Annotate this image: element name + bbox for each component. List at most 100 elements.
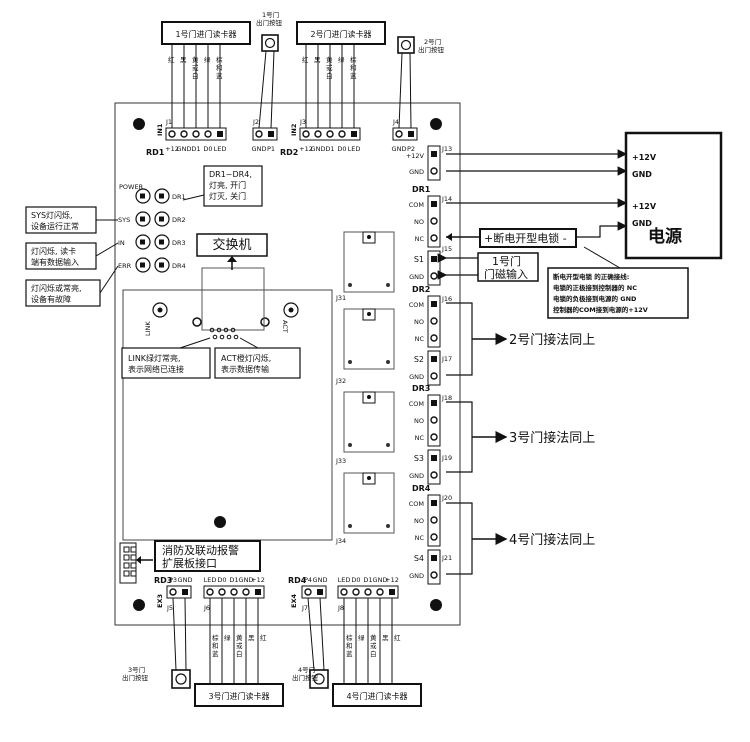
act-led-label: ACT bbox=[281, 320, 289, 333]
svg-text:DR2: DR2 bbox=[412, 285, 430, 294]
relay-labels: J31 J32 J33 J34 bbox=[335, 294, 346, 545]
svg-text:DR3: DR3 bbox=[172, 239, 186, 247]
svg-text:GND: GND bbox=[313, 576, 328, 584]
terminal-J5 bbox=[166, 585, 192, 599]
svg-text:COM: COM bbox=[409, 400, 424, 408]
door2-bracket bbox=[446, 302, 508, 376]
wire-color: 棕和蓝 bbox=[216, 55, 223, 80]
wire-color: 红 bbox=[302, 55, 309, 64]
wire-color: 绿 bbox=[358, 633, 365, 642]
mount-hole bbox=[260, 317, 270, 327]
terminal-J2 bbox=[252, 127, 278, 141]
svg-text:IN1: IN1 bbox=[156, 123, 164, 136]
sys-note-text: SYS灯闪烁,设备运行正常 bbox=[31, 210, 79, 231]
svg-text:D1: D1 bbox=[325, 145, 334, 153]
svg-text:J2: J2 bbox=[252, 118, 259, 126]
wire-color: 绿 bbox=[204, 55, 211, 64]
svg-text:EX4: EX4 bbox=[290, 594, 298, 608]
svg-text:2号门出门按钮: 2号门出门按钮 bbox=[418, 37, 445, 54]
svg-text:J16: J16 bbox=[441, 295, 452, 303]
fire-label-box bbox=[154, 540, 261, 572]
svg-text:D0: D0 bbox=[203, 145, 212, 153]
door4-note: 4号门接法同上 bbox=[509, 532, 595, 548]
svg-text:LED: LED bbox=[338, 576, 351, 584]
wire-color: 绿 bbox=[224, 633, 231, 642]
svg-text:S1: S1 bbox=[414, 255, 424, 264]
door4-bracket bbox=[446, 502, 508, 575]
fire-label: 消防及联动报警扩展板接口 bbox=[162, 543, 239, 570]
svg-text:D0: D0 bbox=[337, 145, 346, 153]
svg-text:RD4: RD4 bbox=[288, 576, 307, 585]
svg-text:DR4: DR4 bbox=[412, 484, 431, 493]
svg-text:RD1: RD1 bbox=[146, 148, 165, 157]
sys-note bbox=[25, 206, 97, 234]
svg-text:J33: J33 bbox=[335, 457, 346, 465]
svg-text:J18: J18 bbox=[441, 394, 452, 402]
svg-text:NC: NC bbox=[415, 434, 425, 442]
terminal-J18 bbox=[427, 394, 441, 447]
wire-color: 黄或白 bbox=[192, 55, 199, 80]
svg-text:P2: P2 bbox=[407, 145, 415, 153]
svg-text:D0: D0 bbox=[217, 576, 226, 584]
dr-note bbox=[203, 165, 263, 207]
svg-text:GND: GND bbox=[409, 572, 424, 580]
svg-text:GND: GND bbox=[409, 373, 424, 381]
svg-text:4号门出门按钮: 4号门出门按钮 bbox=[292, 665, 319, 682]
terminal-J19 bbox=[427, 449, 441, 485]
terminal-J8 bbox=[337, 585, 399, 599]
mount-hole bbox=[192, 317, 202, 327]
wire-color: 红 bbox=[394, 633, 401, 642]
reader-title: 4号门进门读卡器 bbox=[346, 691, 407, 701]
svg-text:DR1: DR1 bbox=[412, 185, 431, 194]
terminal-J14 bbox=[427, 195, 441, 248]
svg-text:GND: GND bbox=[392, 145, 407, 153]
fire-port-pins bbox=[123, 546, 137, 577]
svg-text:SYS: SYS bbox=[118, 216, 130, 224]
svg-text:COM: COM bbox=[409, 201, 424, 209]
wire-color: 绿 bbox=[338, 55, 345, 64]
svg-text:J8: J8 bbox=[337, 604, 344, 612]
svg-text:NC: NC bbox=[415, 335, 425, 343]
door3-bracket bbox=[446, 401, 508, 473]
svg-text:3号门出门按钮: 3号门出门按钮 bbox=[122, 665, 149, 682]
svg-text:J34: J34 bbox=[335, 537, 346, 545]
door3-note: 3号门接法同上 bbox=[509, 430, 595, 446]
svg-text:D1: D1 bbox=[229, 576, 238, 584]
wire-color: 黑 bbox=[248, 634, 255, 642]
wire-color: 黑 bbox=[314, 56, 321, 64]
svg-text:P4: P4 bbox=[304, 576, 312, 584]
rj45-jack bbox=[201, 267, 265, 331]
svg-text:GND: GND bbox=[177, 145, 192, 153]
terminal-J3 bbox=[299, 127, 361, 141]
in-note bbox=[25, 242, 97, 270]
svg-text:NO: NO bbox=[414, 218, 424, 226]
svg-text:RD3: RD3 bbox=[154, 576, 172, 585]
svg-text:D1: D1 bbox=[363, 576, 372, 584]
err-note-text: 灯闪烁或常亮,设备有故障 bbox=[31, 283, 82, 304]
lock-label: +断电开型电锁 - bbox=[484, 231, 567, 245]
terminal-J7 bbox=[301, 585, 327, 599]
svg-text:P1: P1 bbox=[267, 145, 275, 153]
svg-text:IN: IN bbox=[118, 239, 125, 247]
svg-text:J19: J19 bbox=[441, 454, 452, 462]
svg-text:+12: +12 bbox=[251, 576, 265, 584]
lock-wiring-note bbox=[547, 267, 689, 319]
svg-text:J3: J3 bbox=[299, 118, 306, 126]
switch-label: 交换机 bbox=[212, 237, 251, 253]
wire-color: 棕和蓝 bbox=[350, 55, 357, 80]
svg-text:S2: S2 bbox=[414, 355, 424, 364]
wire-color: 棕和蓝 bbox=[346, 633, 353, 658]
power-supply bbox=[624, 131, 723, 260]
svg-text:+12: +12 bbox=[299, 145, 313, 153]
svg-text:POWER: POWER bbox=[119, 183, 144, 191]
svg-text:P3: P3 bbox=[169, 576, 177, 584]
svg-text:LED: LED bbox=[214, 145, 227, 153]
